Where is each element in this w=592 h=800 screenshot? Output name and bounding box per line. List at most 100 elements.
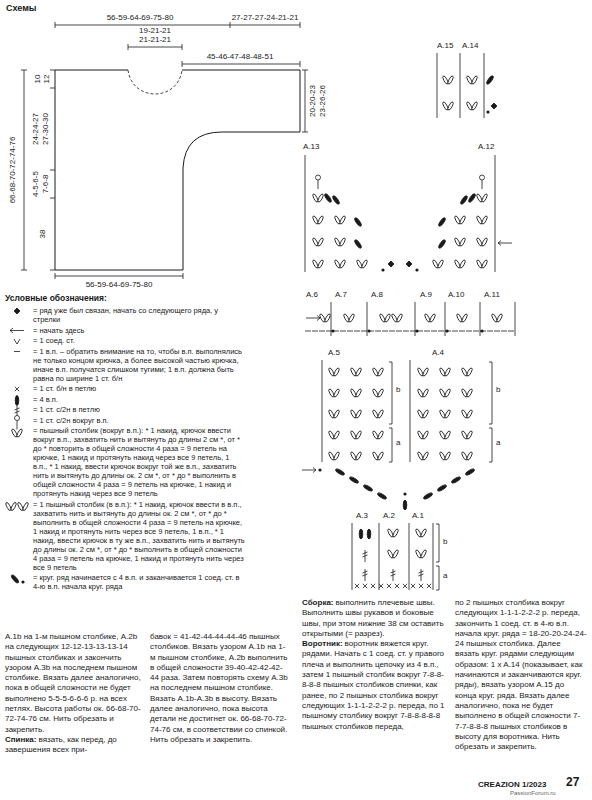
legend-entry: = 1 пышный столбик (в в.п.): * 1 накид, …	[5, 500, 245, 572]
stitch-symbol	[466, 367, 473, 376]
repeat-label: b	[396, 386, 400, 395]
stitch-symbol	[422, 451, 429, 460]
chart-line	[495, 155, 496, 272]
stitch-symbol	[318, 180, 319, 189]
dimension-line	[128, 44, 182, 50]
stitch-symbol	[359, 529, 363, 539]
stitch-symbol	[333, 430, 340, 439]
stitch-symbol	[15, 387, 19, 391]
stitch-symbol	[392, 549, 399, 558]
chart-label: A.11	[484, 291, 500, 300]
stitch-symbol	[459, 215, 466, 224]
stitch-symbol	[466, 331, 472, 332]
stitch-symbol	[339, 215, 346, 224]
stitch-symbol	[355, 451, 362, 460]
legend-text: = 1 пышный столбик (в в.п.): * 1 накид, …	[33, 500, 245, 572]
body-text: A.1b на 1-м пышном столбике, A.2b на сле…	[5, 632, 141, 734]
dimension-label: 24-24-27	[32, 113, 41, 145]
dimension-label: 10	[34, 75, 43, 84]
stitch-symbol	[340, 331, 346, 332]
stitch-symbol	[452, 331, 458, 332]
stitch-symbol	[377, 492, 387, 500]
chart-line	[484, 53, 485, 118]
stitch-symbol	[501, 331, 507, 332]
stitch-symbol	[437, 259, 444, 268]
text-column: бавок = 41-42-44-44-44-46 пышных столбик…	[150, 632, 290, 745]
stitch-symbol	[403, 331, 409, 332]
stitch-symbol	[331, 329, 334, 332]
stitch-symbol	[361, 331, 367, 332]
stitch-symbol	[333, 409, 340, 418]
stitch-symbol	[319, 331, 325, 332]
stitch-symbol	[466, 388, 473, 397]
stitch-symbol	[381, 268, 384, 271]
stitch-symbol	[438, 331, 444, 332]
stitch-symbol	[16, 428, 23, 437]
stitch-symbol	[460, 195, 469, 205]
body-text: воротник вяжется круг. рядами. Начать с …	[302, 639, 445, 730]
chart-line	[437, 53, 438, 118]
arrow-symbol	[302, 468, 316, 473]
body-text: бавок = 41-42-44-44-44-46 пышных столбик…	[150, 632, 288, 744]
legend-entry: = начать здесь	[5, 326, 245, 335]
section-heading: Спинка:	[5, 735, 36, 744]
paragraph: Воротник:воротник вяжется круг. рядами. …	[302, 639, 448, 732]
chart-label: A.4	[432, 349, 444, 358]
stitch-symbol	[419, 584, 423, 588]
repeat-bracket	[489, 362, 492, 462]
section-heading: Воротник:	[302, 639, 343, 648]
stitch-symbol	[317, 259, 324, 268]
legend-text: = 1 ст. с/2н вокруг в.п.	[33, 416, 245, 425]
dimension-label: 21-21-21	[139, 36, 171, 45]
stitch-symbol	[459, 331, 465, 332]
stitch-symbol	[444, 430, 451, 439]
chart-label: A.12	[478, 143, 494, 152]
stitch-symbol	[392, 528, 399, 537]
dimension-label: 4-5-6-5	[32, 171, 41, 197]
body-text: по 2 пышных столбика вокруг следующих 1-…	[455, 598, 587, 751]
stitch-symbol	[471, 101, 478, 110]
chart-symbols	[5, 53, 515, 590]
legend-text: = 4 в.п.	[33, 395, 245, 404]
stitch-symbol	[508, 331, 514, 332]
page-number: 27	[566, 776, 579, 789]
stitch-symbol	[419, 569, 424, 581]
stitch-symbol	[335, 468, 345, 476]
dimension-label: 27-30-30	[42, 113, 51, 145]
repeat-label: b	[496, 386, 500, 395]
stitch-symbol	[486, 75, 495, 85]
repeat-label: b	[443, 538, 447, 547]
dimension-line	[302, 70, 308, 132]
stitch-symbol	[403, 584, 407, 588]
stitch-symbol	[10, 574, 19, 584]
stitch-symbol	[355, 409, 362, 418]
stitch-symbol	[480, 175, 485, 180]
stitch-symbol	[415, 268, 418, 271]
dimension-label: 12	[43, 75, 52, 84]
stitch-symbol	[318, 468, 321, 471]
dimension-label: 23-26-26	[319, 85, 328, 117]
stitch-symbol	[389, 331, 395, 332]
stitch-symbol	[466, 409, 473, 418]
stitch-symbol	[437, 484, 447, 492]
repeat-bracket	[436, 524, 439, 590]
stitch-symbol	[17, 421, 18, 430]
section-heading: Сборка:	[302, 598, 334, 607]
stitch-symbol	[347, 331, 353, 332]
chart-line	[352, 523, 353, 590]
legend-entry: = 1 ст. с/2н вокруг в.п.	[5, 416, 245, 425]
paragraph: A.1b на 1-м пышном столбике, A.2b на сле…	[5, 632, 143, 735]
chart-label: A.15	[437, 42, 453, 51]
stitch-symbol	[410, 331, 416, 332]
stitch-symbol	[333, 367, 340, 376]
stitch-symbol	[355, 367, 362, 376]
stitch-symbol	[355, 584, 359, 588]
stitch-symbol	[15, 396, 19, 406]
dimension-label: 66-68-70-72-74-76	[9, 137, 18, 204]
chart-label: A.6	[306, 291, 318, 300]
legend-entry: = 1 ст. б/н в петлю	[5, 384, 245, 393]
stitch-symbol	[431, 331, 437, 332]
stitch-symbol	[422, 367, 429, 376]
chart-label: A.7	[335, 291, 347, 300]
stitch-symbol	[461, 313, 468, 322]
